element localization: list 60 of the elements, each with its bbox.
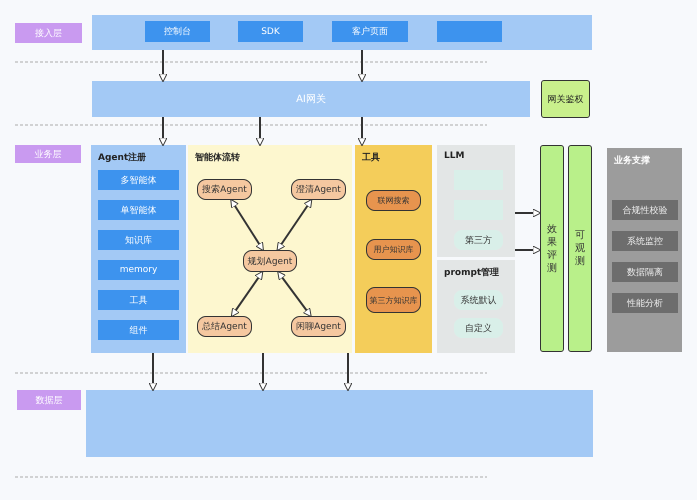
- entry-box: [437, 21, 502, 42]
- arrow: [276, 198, 312, 252]
- layer-label: 业务层: [15, 145, 81, 163]
- arrow: [358, 50, 366, 82]
- panel-title: 工具: [362, 152, 380, 164]
- panel-title: Agent注册: [98, 151, 146, 164]
- arrow: [148, 353, 158, 392]
- support-box: 系统监控: [612, 231, 678, 251]
- entry-box: 客户页面: [332, 21, 408, 42]
- arrow: [277, 270, 312, 318]
- arrow: [358, 117, 366, 146]
- agent-box: 规划Agent: [243, 250, 297, 272]
- entry-box: SDK: [238, 21, 303, 42]
- model-box: 第三方: [454, 230, 503, 250]
- support-box: 性能分析: [612, 293, 678, 313]
- arrow: [515, 246, 542, 254]
- registry-panel: [91, 145, 186, 353]
- flow-panel: [188, 145, 352, 353]
- arrow: [256, 117, 264, 146]
- layer-label: 接入层: [15, 23, 82, 43]
- item-box: 组件: [98, 320, 179, 340]
- agent-box: 搜索Agent: [197, 179, 252, 200]
- tool-box: 联网搜索: [366, 190, 421, 211]
- data-band: [86, 390, 593, 457]
- item-box: 多智能体: [98, 170, 179, 190]
- arrow: [515, 208, 542, 218]
- item-box: 单智能体: [98, 200, 179, 220]
- llm-panel: [437, 145, 515, 257]
- item-box: 工具: [98, 290, 179, 310]
- support-box: 数据隔离: [612, 262, 678, 282]
- prompt-panel: [437, 260, 515, 353]
- auth-box: 网关鉴权: [541, 80, 590, 118]
- access-band: [92, 15, 592, 50]
- item-box: 知识库: [98, 230, 179, 250]
- arrow: [344, 353, 352, 392]
- agent-box: 总结Agent: [197, 316, 252, 337]
- agent-box: 闲聊Agent: [291, 316, 346, 337]
- entry-box: 控制台: [145, 21, 210, 42]
- support-box: 合规性校验: [612, 200, 678, 220]
- panel-title: 智能体流转: [195, 151, 240, 164]
- support-panel: [607, 148, 682, 352]
- arrow: [158, 50, 168, 82]
- tool-box: 用户知识库: [366, 239, 421, 260]
- layer-label: 数据层: [17, 390, 81, 410]
- arrow: [158, 117, 168, 146]
- item-box: memory: [98, 260, 179, 280]
- panel-title: LLM: [444, 151, 464, 161]
- prompt-box: 系统默认: [454, 290, 503, 310]
- arrow: [230, 270, 264, 318]
- tools-panel: [355, 145, 432, 353]
- arrow: [258, 353, 268, 392]
- evaluation-bar: 效果评测: [540, 145, 564, 352]
- tool-box: 第三方知识库: [366, 287, 421, 313]
- panel-title: prompt管理: [444, 266, 500, 279]
- prompt-box: 自定义: [454, 318, 503, 338]
- gateway-band: AI网关: [92, 81, 530, 117]
- panel-title: 业务支撑: [614, 154, 650, 167]
- arrow: [230, 198, 264, 252]
- agent-box: 澄清Agent: [291, 179, 346, 200]
- observability-bar: 可观测: [568, 145, 592, 352]
